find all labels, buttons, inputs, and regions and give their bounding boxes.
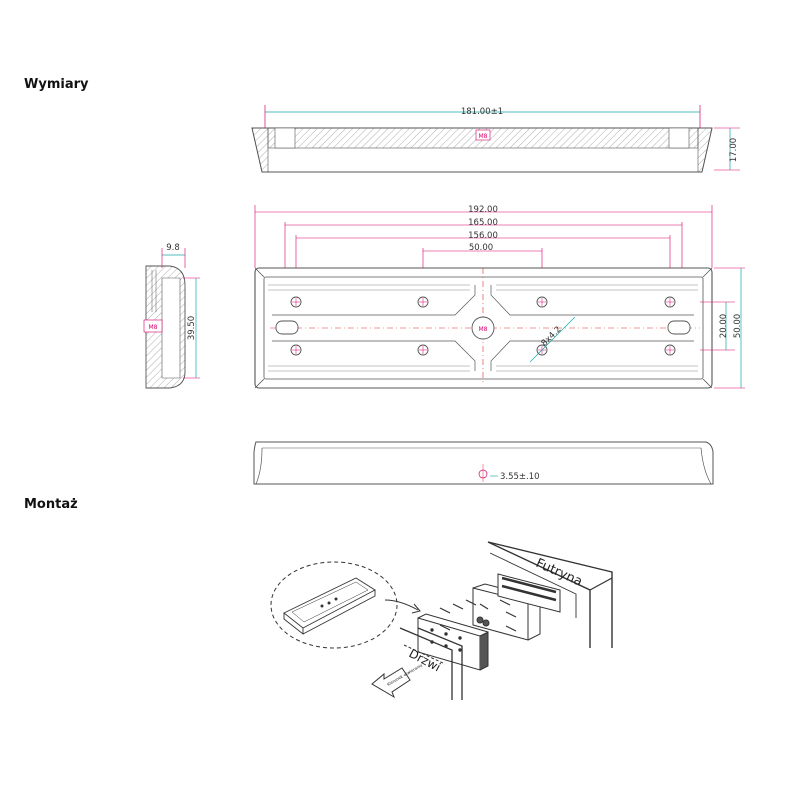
top-height-dimension: 17.00 [729, 138, 739, 162]
top-length-dimension: 181.00±1 [461, 107, 503, 117]
plan-length-192: 192.00 [468, 205, 498, 215]
dimensions-section-title: Wymiary [24, 77, 89, 92]
plan-width-50: 50.00 [733, 314, 743, 338]
center-hole-dimension: 3.55±.10 [500, 472, 540, 482]
front-view: 3.55±.10 [253, 441, 714, 485]
top-section-view: 181.00±1 M8 17.00 [251, 105, 740, 173]
mounting-illustration: Futryna Drzwi Kierunek otwierania [270, 541, 613, 700]
plan-length-165: 165.00 [468, 218, 498, 228]
plan-view: 192.00 165.00 156.00 50.00 [254, 205, 745, 389]
side-section-view: 9.8 M8 39.50 [143, 243, 200, 389]
side-height-dimension: 39.50 [187, 316, 197, 340]
top-thread-label: M8 [479, 133, 488, 140]
plan-width-20: 20.00 [719, 314, 729, 338]
side-depth-dimension: 9.8 [166, 243, 180, 253]
plan-thread-label: M8 [479, 326, 488, 333]
side-thread-label: M8 [149, 324, 158, 331]
plan-length-156: 156.00 [468, 231, 498, 241]
mounting-section-title: Montaż [24, 497, 78, 512]
plan-length-50: 50.00 [469, 243, 493, 253]
